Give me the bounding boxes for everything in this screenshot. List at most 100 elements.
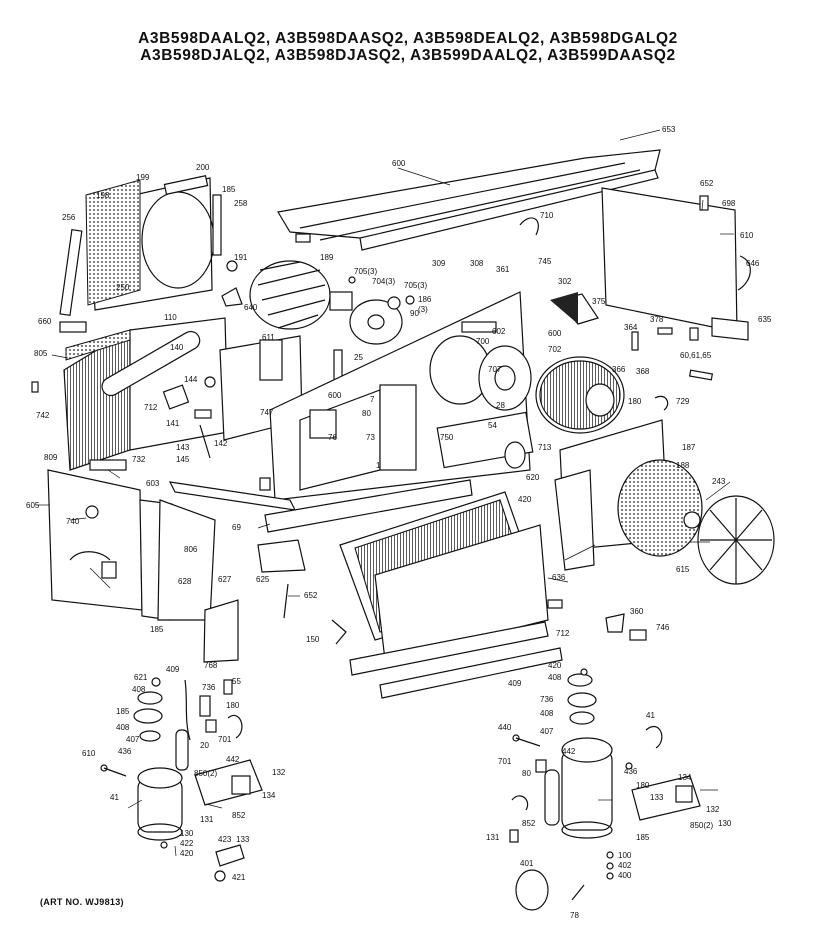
part-label: 180 xyxy=(636,781,650,790)
part-label: 806 xyxy=(184,545,198,554)
part-label: 150 xyxy=(306,635,320,644)
part-label: 605 xyxy=(26,501,40,510)
part-label: 180 xyxy=(226,701,240,710)
part-label: 705(3) xyxy=(354,267,377,276)
part-label: 600 xyxy=(328,391,342,400)
part-label: 635 xyxy=(758,315,772,324)
part-label: 401 xyxy=(520,859,534,868)
part-label: 408 xyxy=(548,673,562,682)
diagram-title-line-2: A3B598DJALQ2, A3B598DJASQ2, A3B599DAALQ2… xyxy=(140,47,676,64)
part-label: 600 xyxy=(392,159,406,168)
part-label: 243 xyxy=(712,477,726,486)
side-panel-right xyxy=(550,187,751,341)
part-label: 652 xyxy=(700,179,714,188)
part-label: 368 xyxy=(636,367,650,376)
condenser-shroud xyxy=(554,419,775,585)
part-label: 402 xyxy=(618,861,632,870)
small-hardware xyxy=(519,217,714,641)
part-label: 142 xyxy=(214,439,228,448)
part-label: 747 xyxy=(260,408,274,417)
part-label: 621 xyxy=(134,673,148,682)
part-label: 364 xyxy=(624,323,638,332)
diagram-title-line-1: A3B598DAALQ2, A3B598DAASQ2, A3B598DEALQ2… xyxy=(138,30,678,47)
part-label: 704(3) xyxy=(372,277,395,286)
part-label: 698 xyxy=(722,199,736,208)
part-label: 366 xyxy=(612,365,626,374)
part-label: 69 xyxy=(232,523,241,532)
part-label: 700 xyxy=(476,337,490,346)
part-label: 41 xyxy=(646,711,655,720)
part-label: 850(2) xyxy=(194,769,217,778)
part-label: 361 xyxy=(496,265,510,274)
part-label: 28 xyxy=(496,401,505,410)
part-label: 131 xyxy=(200,815,214,824)
part-label: 436 xyxy=(118,747,132,756)
part-label: 198 xyxy=(96,191,110,200)
part-label: 729 xyxy=(676,397,690,406)
part-label: 710 xyxy=(540,211,554,220)
part-label: 745 xyxy=(538,257,552,266)
part-label: 422 xyxy=(180,839,194,848)
part-label: 55 xyxy=(232,677,241,686)
part-label: 133 xyxy=(236,835,250,844)
leader-lines xyxy=(36,129,734,857)
blower-motor xyxy=(429,335,625,469)
part-label: (3) xyxy=(418,305,428,314)
part-label: 408 xyxy=(540,709,554,718)
part-label: 1 xyxy=(376,461,381,470)
part-label: 440 xyxy=(498,723,512,732)
part-label: 258 xyxy=(234,199,248,208)
part-label: 131 xyxy=(486,833,500,842)
front-grille-frame xyxy=(59,175,243,333)
part-label: 20 xyxy=(200,741,209,750)
part-label: 407 xyxy=(126,735,140,744)
part-label: 199 xyxy=(136,173,150,182)
part-label: 143 xyxy=(176,443,190,452)
part-label: 423 xyxy=(218,835,232,844)
part-label: 110 xyxy=(164,313,177,322)
part-label: 640 xyxy=(244,303,258,312)
part-label: 100 xyxy=(618,851,632,860)
part-label: 620 xyxy=(526,473,540,482)
part-label: 732 xyxy=(132,455,146,464)
part-label: 615 xyxy=(676,565,690,574)
part-label: 408 xyxy=(116,723,130,732)
part-label: 602 xyxy=(492,327,506,336)
part-label: 768 xyxy=(204,661,218,670)
part-label: 625 xyxy=(256,575,270,584)
part-label: 7 xyxy=(370,395,375,404)
part-label: 420 xyxy=(180,849,194,858)
part-label: 78 xyxy=(570,911,579,920)
part-label: 256 xyxy=(62,213,76,222)
condenser-coil-left xyxy=(31,317,229,471)
part-label: 712 xyxy=(556,629,570,638)
part-label: 132 xyxy=(272,768,286,777)
part-label: 185 xyxy=(150,625,164,634)
part-label: 188 xyxy=(676,461,690,470)
top-cover-panel xyxy=(277,149,661,251)
part-label: 302 xyxy=(558,277,572,286)
part-label: 400 xyxy=(618,871,632,880)
part-label: 603 xyxy=(146,479,160,488)
part-label: 134 xyxy=(262,791,276,800)
part-number-labels: 653 600 200 199 198 185 258 256 191 250 … xyxy=(26,125,772,920)
part-label: 742 xyxy=(36,411,50,420)
part-label: 180 xyxy=(628,397,642,406)
part-label: 850(2) xyxy=(690,821,713,830)
part-label: 189 xyxy=(320,253,334,262)
art-number-caption: (ART NO. WJ9813) xyxy=(40,897,124,907)
part-label: 420 xyxy=(518,495,532,504)
part-label: 805 xyxy=(34,349,48,358)
part-label: 436 xyxy=(624,767,638,776)
part-label: 90 xyxy=(410,309,419,318)
part-label: 660 xyxy=(38,317,52,326)
part-label: 420 xyxy=(548,661,562,670)
part-label: 186 xyxy=(418,295,432,304)
part-label: 712 xyxy=(144,403,158,412)
part-label: 308 xyxy=(470,259,484,268)
part-label: 442 xyxy=(226,755,240,764)
part-label: 702 xyxy=(548,345,562,354)
part-label: 360 xyxy=(630,607,644,616)
part-label: 185 xyxy=(116,707,130,716)
part-label: 736 xyxy=(202,683,216,692)
